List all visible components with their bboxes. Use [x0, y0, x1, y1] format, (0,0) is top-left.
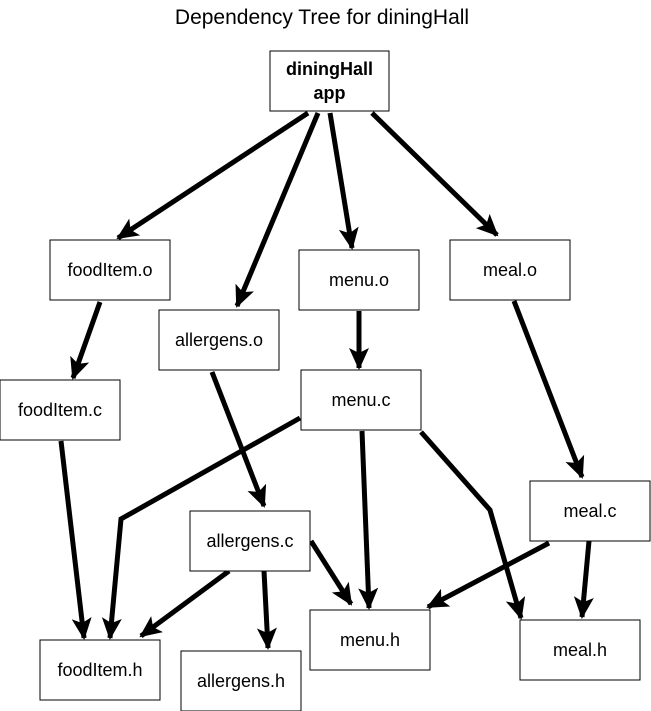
node-allergens-h: allergens.h [180, 650, 302, 711]
node-label-line-2: app [313, 83, 345, 103]
edge-root-to-fooditem-o [116, 110, 310, 241]
edge-meal-c-to-menu-h [426, 540, 551, 610]
node-label: menu.h [340, 630, 400, 650]
node-label: meal.o [483, 260, 537, 280]
node-fooditem-c: foodItem.c [0, 379, 121, 441]
node-label: meal.h [553, 640, 607, 660]
node-allergens-c: allergens.c [189, 510, 311, 572]
node-label: foodItem.h [57, 660, 142, 680]
node-allergens-o: allergens.o [158, 309, 280, 371]
edges-layer [58, 110, 594, 650]
node-label: meal.c [563, 501, 616, 521]
node-label: menu.o [329, 270, 389, 290]
node-label: foodItem.o [67, 260, 152, 280]
edge-menu-c-to-menu-h [358, 430, 379, 610]
node-label-line-1: diningHall [286, 59, 373, 79]
edge-allergens-c-to-allergens-h [256, 570, 277, 650]
node-meal-c: meal.c [529, 480, 651, 542]
diagram-title: Dependency Tree for diningHall [175, 6, 469, 29]
node-dininghall-app: diningHall app [269, 50, 390, 112]
node-meal-h: meal.h [519, 619, 641, 681]
node-meal-o: meal.o [449, 239, 571, 301]
edge-fooditem-o-to-fooditem-c [70, 301, 103, 380]
edge-allergens-c-to-fooditem-h [139, 568, 231, 639]
node-label: allergens.h [197, 671, 285, 691]
edge-menu-c-to-fooditem-h [101, 415, 302, 640]
node-fooditem-h: foodItem.h [39, 639, 161, 701]
node-menu-c: menu.c [300, 369, 422, 431]
edge-allergens-o-to-allergens-c [209, 371, 267, 508]
edge-meal-c-to-meal-h [573, 540, 594, 619]
edge-root-to-menu-o [327, 112, 359, 250]
edge-root-to-meal-o [370, 111, 499, 237]
edge-meal-o-to-meal-c [511, 300, 585, 479]
node-label: foodItem.c [18, 400, 102, 420]
node-label: allergens.o [175, 330, 263, 350]
edge-allergens-c-to-menu-h [308, 539, 354, 606]
edge-fooditem-c-to-fooditem-h [58, 440, 92, 640]
node-menu-o: menu.o [298, 249, 420, 311]
node-label: allergens.c [206, 531, 293, 551]
node-fooditem-o: foodItem.o [49, 239, 171, 301]
edge-menu-c-to-meal-h [419, 430, 526, 620]
edge-root-to-allergens-o [234, 112, 321, 308]
node-menu-h: menu.h [309, 609, 431, 671]
node-label: menu.c [331, 390, 390, 410]
